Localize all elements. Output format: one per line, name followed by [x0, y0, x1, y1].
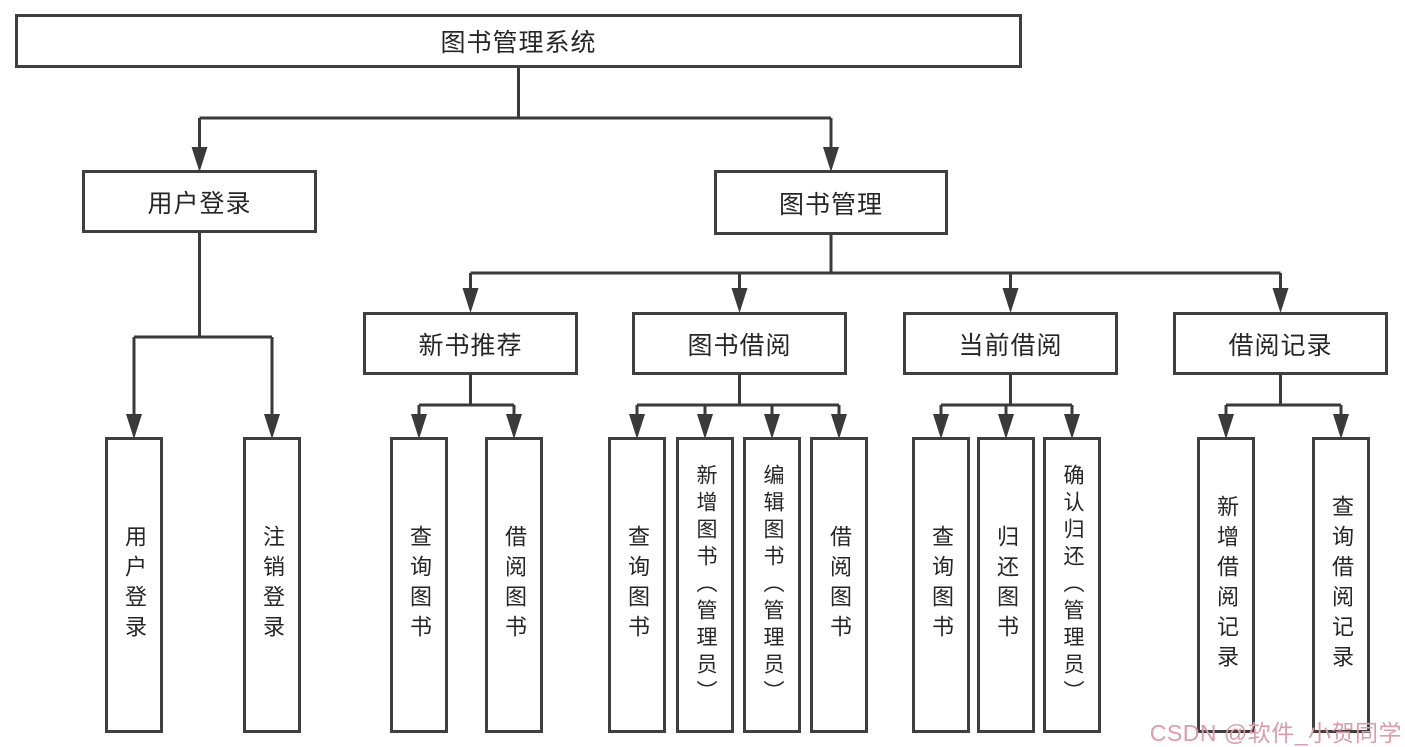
leaf-br-add-borrow-record: 新增借阅记录: [1197, 437, 1255, 733]
leaf-br-query-borrow-record: 查询借阅记录: [1312, 437, 1370, 733]
node-borrowing-records: 借阅记录: [1173, 312, 1388, 375]
node-root-system: 图书管理系统: [15, 14, 1022, 68]
node-book-management-module: 图书管理: [714, 170, 948, 235]
leaf-bb-add-books-admin: 新增图书（管理员）: [676, 437, 734, 733]
leaf-cb-confirm-return-admin: 确认归还（管理员）: [1043, 437, 1101, 733]
leaf-rec-borrow-books: 借阅图书: [485, 437, 543, 733]
leaf-rec-query-books: 查询图书: [390, 437, 448, 733]
leaf-bb-borrow-books: 借阅图书: [810, 437, 868, 733]
connector-root-to-level2: [191, 68, 839, 172]
node-user-login-module: 用户登录: [82, 170, 317, 233]
leaf-cb-query-books: 查询图书: [912, 437, 970, 733]
leaf-user-login: 用户登录: [105, 437, 163, 733]
connector-book-management-to-level3: [462, 235, 1289, 313]
connector-new-book-rec-to-leaves: [411, 375, 522, 439]
node-current-borrowing: 当前借阅: [903, 312, 1118, 375]
leaf-bb-edit-books-admin: 编辑图书（管理员）: [743, 437, 801, 733]
connector-book-borrowing-to-leaves: [629, 375, 847, 439]
node-book-borrowing: 图书借阅: [632, 312, 847, 375]
connector-borrow-records-to-leaves: [1218, 375, 1349, 439]
csdn-watermark: CSDN @软件_小贺同学: [1149, 720, 1402, 746]
leaf-cb-return-books: 归还图书: [977, 437, 1035, 733]
connector-current-borrow-to-leaves: [933, 375, 1080, 439]
connector-user-login-to-leaves: [126, 233, 280, 439]
leaf-bb-query-books: 查询图书: [608, 437, 666, 733]
leaf-logout: 注销登录: [243, 437, 301, 733]
node-new-book-recommendation: 新书推荐: [363, 312, 578, 375]
